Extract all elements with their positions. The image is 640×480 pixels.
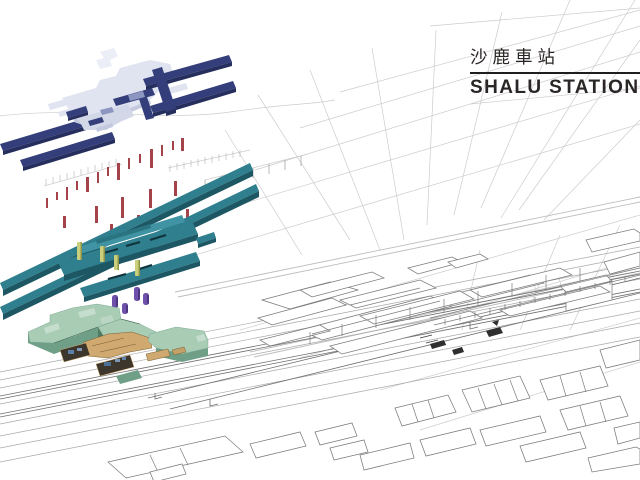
navy-cross-canopy [66,67,176,126]
station-title-chinese: 沙鹿車站 [470,47,560,67]
roof-layer [0,48,236,171]
platform-layer [0,163,259,320]
olive-columns [77,242,140,276]
title-block: 沙鹿車站 SHALU STATION [470,47,640,99]
navy-track-bar-left-front [20,132,115,171]
road-lines [174,196,640,358]
ground-floor-layer [27,303,209,384]
title-divider-rule [470,72,640,74]
context-buildings-wireframe [107,228,640,480]
station-title-english: SHALU STATION [470,77,640,98]
navy-track-bar-left-back [0,117,93,155]
